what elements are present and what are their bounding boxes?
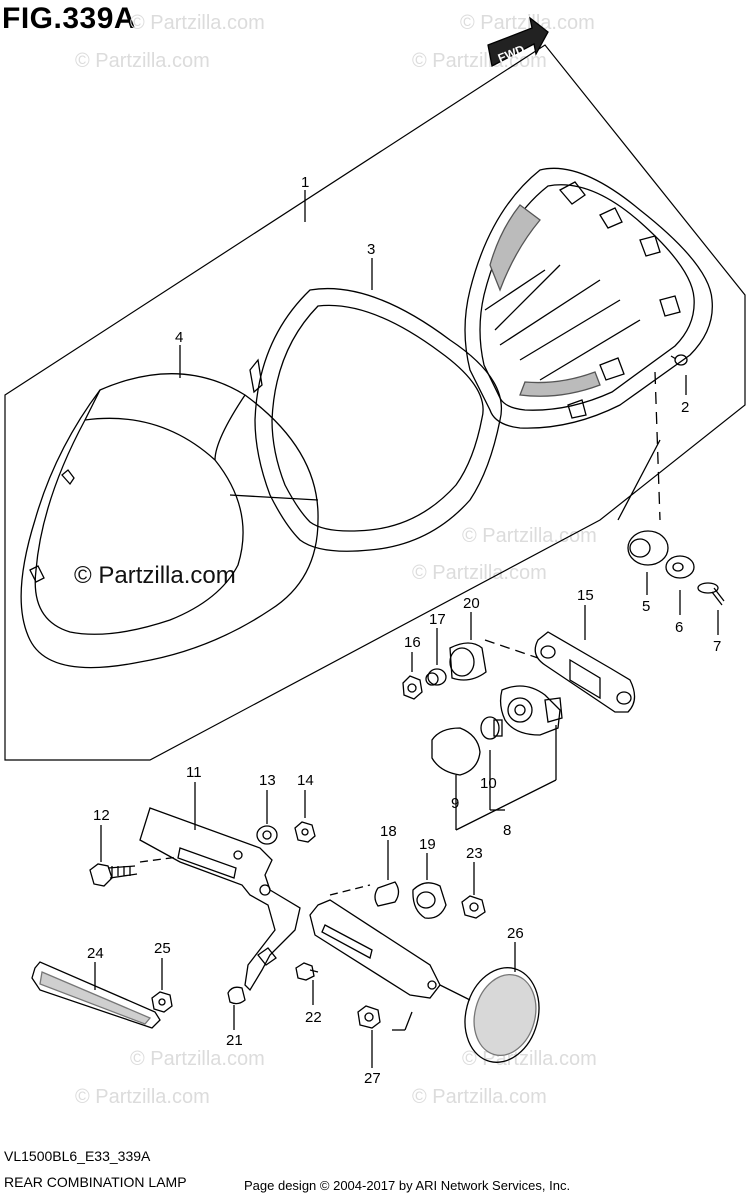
part-2-screw xyxy=(670,354,688,366)
watermark: © Partzilla.com xyxy=(130,12,265,34)
callout-2: 2 xyxy=(681,399,689,416)
part-23-nut xyxy=(461,895,486,919)
watermark: © Partzilla.com xyxy=(75,50,210,72)
part-7-screw xyxy=(697,582,725,606)
callout-14: 14 xyxy=(297,772,314,789)
callout-4: 4 xyxy=(175,329,183,346)
part-27-nut xyxy=(357,1005,381,1029)
callout-8: 8 xyxy=(503,822,511,839)
part-5-grommet xyxy=(627,530,669,566)
part-15-bracket xyxy=(534,631,636,713)
part-21-clip xyxy=(227,986,246,1005)
part-3-gasket xyxy=(249,287,502,552)
part-25-nut xyxy=(151,991,173,1013)
callout-3: 3 xyxy=(367,241,375,258)
part-9-cap xyxy=(431,727,481,776)
watermark: © Partzilla.com xyxy=(412,562,547,584)
callout-16: 16 xyxy=(404,634,421,651)
callout-26: 26 xyxy=(507,925,524,942)
callout-11: 11 xyxy=(186,764,202,781)
part-12-bolt xyxy=(89,863,138,887)
part-4-lens-cover xyxy=(20,373,319,669)
watermark-center: © Partzilla.com xyxy=(74,562,236,589)
callout-9: 9 xyxy=(451,795,459,812)
part-22-bolt xyxy=(295,962,319,981)
part-16-nut xyxy=(402,675,423,700)
part-18-collar xyxy=(374,881,400,907)
model-code: VL1500BL6_E33_339A xyxy=(4,1148,151,1164)
part-14-nut xyxy=(294,821,316,843)
callout-23: 23 xyxy=(466,845,483,862)
part-11-bracket xyxy=(139,807,301,992)
assembly-outline xyxy=(4,44,746,761)
callout-7: 7 xyxy=(713,638,721,655)
fwd-arrow xyxy=(487,16,549,67)
watermark: © Partzilla.com xyxy=(130,1048,265,1070)
part-reflector-bracket xyxy=(309,899,441,999)
callout-10: 10 xyxy=(480,775,497,792)
callout-24: 24 xyxy=(87,945,104,962)
figure-title: FIG.339A xyxy=(2,2,137,35)
watermark: © Partzilla.com xyxy=(412,1086,547,1108)
callout-13: 13 xyxy=(259,772,276,789)
callout-17: 17 xyxy=(429,611,446,628)
part-24-reflector xyxy=(31,961,161,1029)
callout-22: 22 xyxy=(305,1009,322,1026)
part-13-washer xyxy=(256,825,278,845)
callout-5: 5 xyxy=(642,598,650,615)
watermark: © Partzilla.com xyxy=(460,12,595,34)
callout-20: 20 xyxy=(463,595,480,612)
part-20-grommet xyxy=(449,642,487,681)
callout-12: 12 xyxy=(93,807,110,824)
callout-21: 21 xyxy=(226,1032,243,1049)
part-17-collar xyxy=(425,668,447,686)
callout-27: 27 xyxy=(364,1070,381,1087)
watermark: © Partzilla.com xyxy=(462,525,597,547)
watermark: © Partzilla.com xyxy=(75,1086,210,1108)
callout-1: 1 xyxy=(301,174,309,191)
diagram-name: REAR COMBINATION LAMP xyxy=(4,1174,187,1190)
callout-6: 6 xyxy=(675,619,683,636)
part-6-washer xyxy=(665,555,695,579)
callout-25: 25 xyxy=(154,940,171,957)
part-26-round-reflector xyxy=(464,967,540,1063)
part-1-lamp-housing xyxy=(464,167,713,429)
part-10-bulb xyxy=(480,716,503,740)
callout-15: 15 xyxy=(577,587,594,604)
part-19-grommet xyxy=(412,882,447,919)
part-8-socket xyxy=(499,685,563,736)
copyright-notice: Page design © 2004-2017 by ARI Network S… xyxy=(244,1178,571,1193)
callout-18: 18 xyxy=(380,823,397,840)
callout-19: 19 xyxy=(419,836,436,853)
